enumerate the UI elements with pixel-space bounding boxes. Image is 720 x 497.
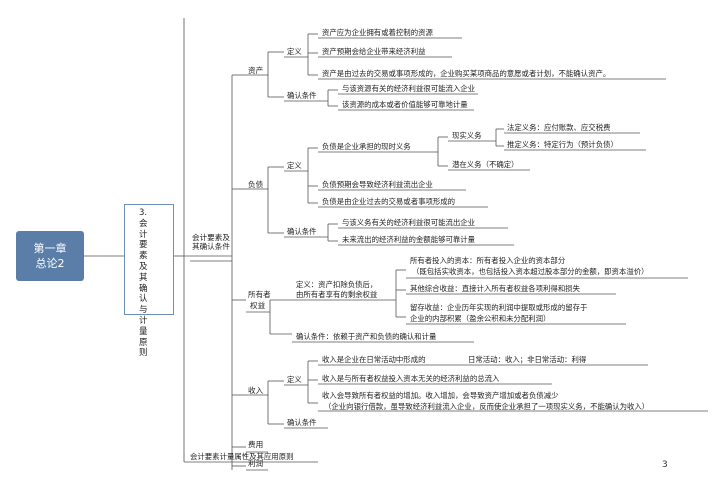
revenue-increase: 收入会导致所有者权益的增加。收入增加，会导致资产增加或者负债减少 — [322, 391, 559, 400]
assets-definition-item: 资产应为企业拥有或着控制的资源 — [322, 28, 433, 37]
expenses-label: 费用 — [248, 440, 264, 449]
assets-recognition-item: 与该资源有关的经济利益很可能流入企业 — [342, 84, 476, 93]
current-obligation: 现实义务 — [452, 131, 482, 140]
section-node: 3. 会计要素及其确认与计量原则 — [124, 204, 174, 358]
equity-definition: 定义：资产扣除负债后， — [296, 280, 378, 289]
liabilities-definition-item: 负债预期会导致经济利益流出企业 — [322, 180, 433, 189]
chapter-title: 第一章 — [33, 242, 67, 255]
revenue-daily-activity: 收入是企业在日常活动中形成的 — [322, 355, 426, 364]
equity-label-line2: 权益 — [250, 301, 266, 310]
revenue-definition-label: 定义 — [287, 375, 302, 384]
page-number: 3 — [662, 460, 668, 470]
assets-definition-item: 资产是由过去的交易或事项形成的，企业购买某项商品的意愿或者计划，不能确认资产。 — [322, 69, 611, 78]
equity-label: 所有者 — [248, 290, 271, 299]
revenue-increase-note: （企业向银行借款，虽导致经济利益流入企业，反而使企业承担了一项现实义务，不能确认… — [324, 402, 650, 411]
liabilities-label: 负债 — [248, 180, 264, 189]
revenue-inflow: 收入是与所有者权益投入资本无关的经济利益的总流入 — [322, 374, 500, 383]
section-title: 会计要素及其确认与计量原则 — [139, 218, 148, 359]
section-number: 3. — [139, 208, 148, 218]
revenue-daily-note: 日常活动：收入；非日常活动：利得 — [468, 355, 587, 364]
liabilities-definition-label: 定义 — [287, 161, 302, 170]
contributed-capital-note: （既包括实收资本，也包括投入资本超过股本部分的金额，即资本溢价） — [412, 267, 649, 276]
contributed-capital: 所有者投入的资本：所有者投入企业的资本部分 — [410, 256, 566, 265]
assets-definition-label: 定义 — [287, 47, 302, 56]
liabilities-recognition-item: 未来流出的经济利益的金额能够可靠计量 — [342, 235, 476, 244]
retained-earnings-line2: 企业的内部积累（盈余公积和未分配利润） — [410, 314, 551, 323]
branch-elements-recognition: 会计要素及其确认条件 — [192, 233, 230, 251]
profit-label: 利润 — [248, 459, 264, 468]
revenue-recognition-label: 确认条件 — [287, 418, 317, 427]
potential-obligation: 潜在义务（不确定） — [452, 160, 519, 169]
branch-measurement-principles: 会计要素计量属性及其应用原则 — [190, 452, 294, 461]
chapter-root-node: 第一章 总论2 — [16, 231, 84, 281]
chapter-subtitle: 总论2 — [35, 257, 65, 270]
revenue-label: 收入 — [248, 386, 264, 395]
equity-definition-line2: 由所有者享有的剩余权益 — [296, 290, 378, 299]
retained-earnings: 留存收益：企业历年实现的利润中提取或形成的留存于 — [410, 303, 588, 312]
liabilities-recognition-item: 与该义务有关的经济利益很可能流出企业 — [342, 218, 476, 227]
other-comprehensive-income: 其他综合收益：直接计入所有者权益各项利得和损失 — [410, 284, 580, 293]
assets-recognition-label: 确认条件 — [287, 91, 317, 100]
equity-recognition: 确认条件：依赖于资产和负债的确认和计量 — [296, 332, 437, 341]
legal-obligation: 法定义务：应付账款、应交税费 — [507, 123, 611, 132]
liabilities-recognition-label: 确认条件 — [287, 227, 317, 236]
assets-label: 资产 — [248, 66, 264, 75]
liabilities-definition-item: 负债是由企业过去的交易或者事项形成的 — [322, 197, 456, 206]
constructive-obligation: 推定义务：特定行为（预计负债） — [507, 140, 618, 149]
assets-definition-item: 资产预期会给企业带来经济利益 — [322, 47, 426, 56]
present-obligation: 负债是企业承担的现时义务 — [322, 142, 411, 151]
assets-recognition-item: 该资源的成本或者价值能够可靠地计量 — [342, 100, 468, 109]
